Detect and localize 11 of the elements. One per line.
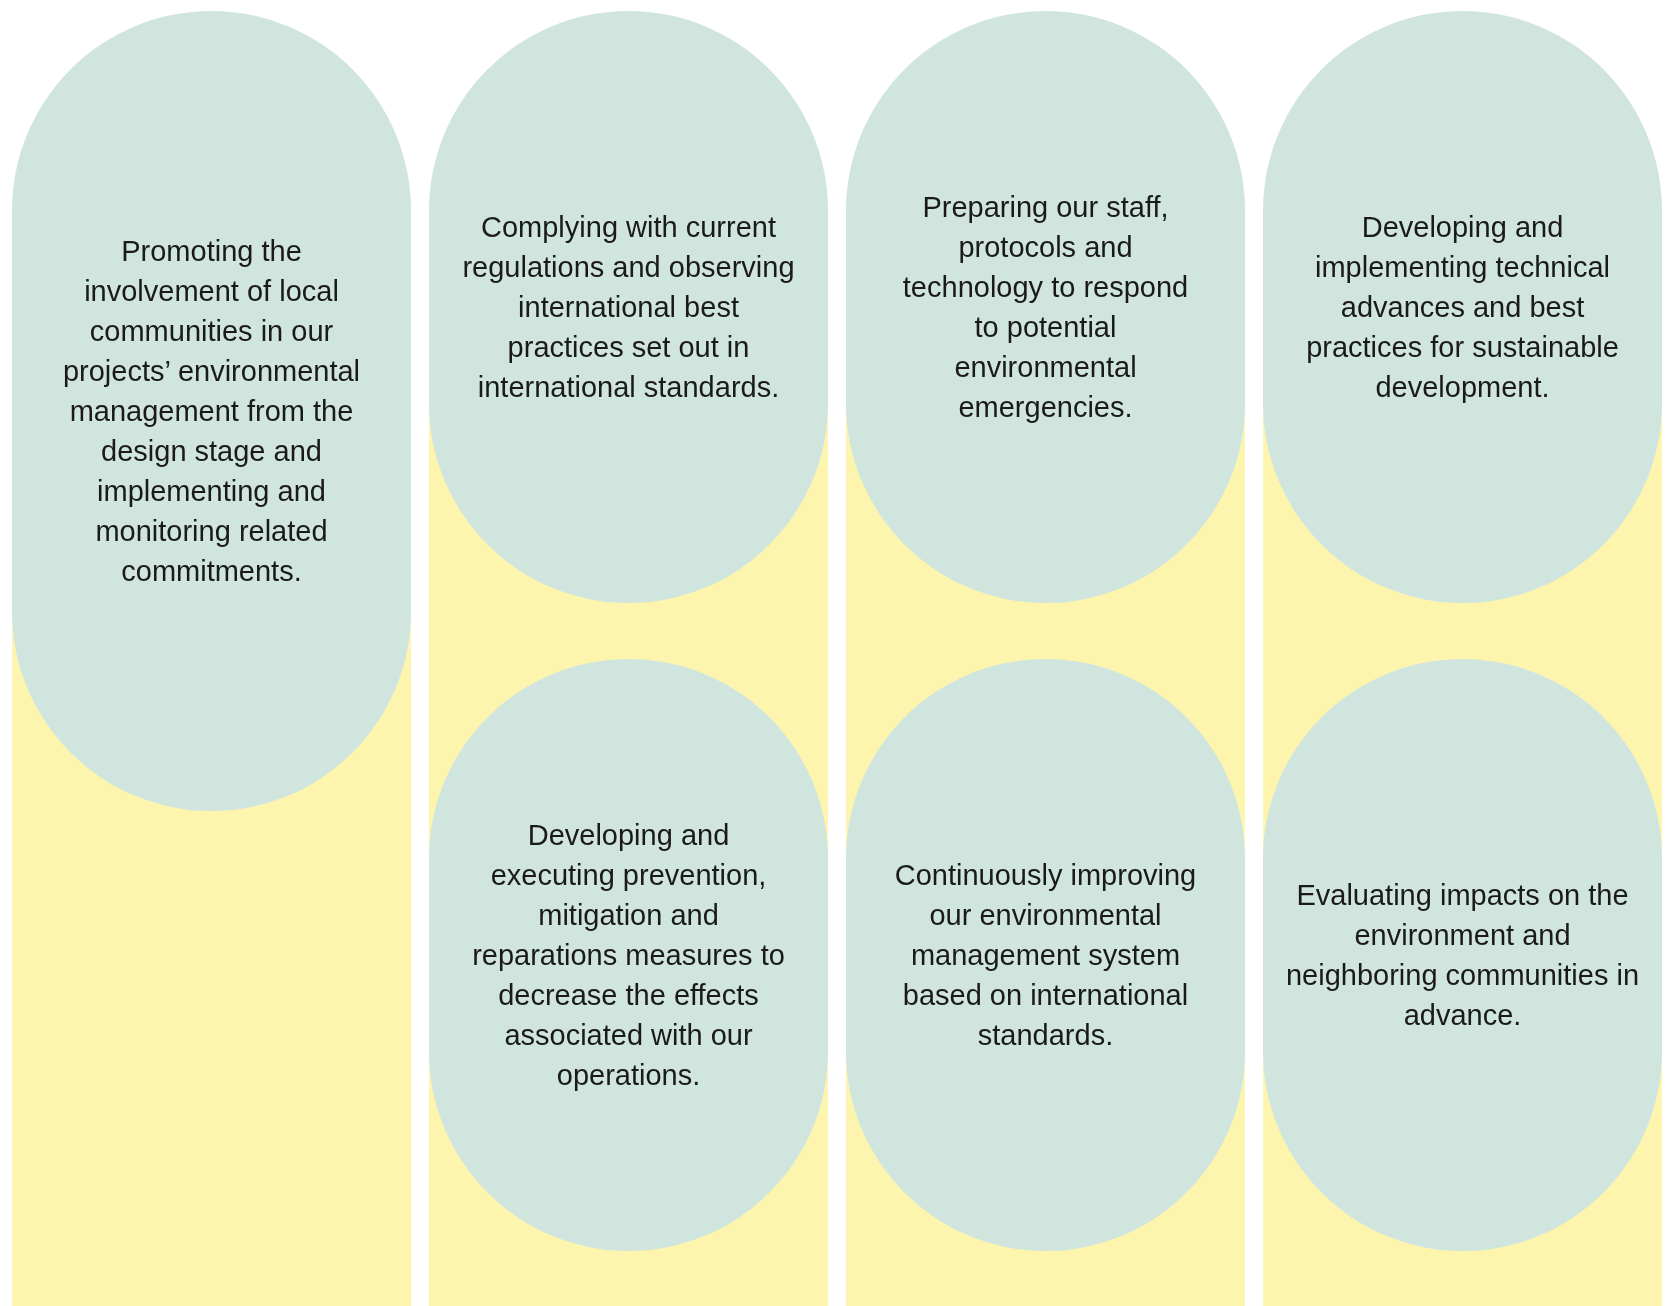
column-band: [846, 11, 1245, 1306]
panel-text: Continuously improving our environmental management system based on international standards.: [893, 858, 1198, 1053]
panel-text: Complying with current regulations and observing international best practices set out in international standards.: [461, 210, 796, 405]
panel-text: Evaluating impacts on the environment and neighboring communities in advance.: [1285, 878, 1640, 1033]
column-band: [12, 11, 411, 1306]
panel-text: Promoting the involvement of local communities in our projects’ environmental management from the design stage and implementing and monitoring related commitments.: [61, 234, 362, 589]
panel-text: Developing and implementing technical advances and best practices for sustainable development.: [1305, 210, 1620, 405]
panel-text: Developing and executing prevention, mitigation and reparations measures to decrease the effects associated with our operations.: [471, 818, 786, 1093]
column-band: [1263, 11, 1662, 1306]
panel-text: Preparing our staff, protocols and technology to respond to potential environmental emergencies.: [901, 190, 1190, 425]
column-band: [429, 11, 828, 1306]
